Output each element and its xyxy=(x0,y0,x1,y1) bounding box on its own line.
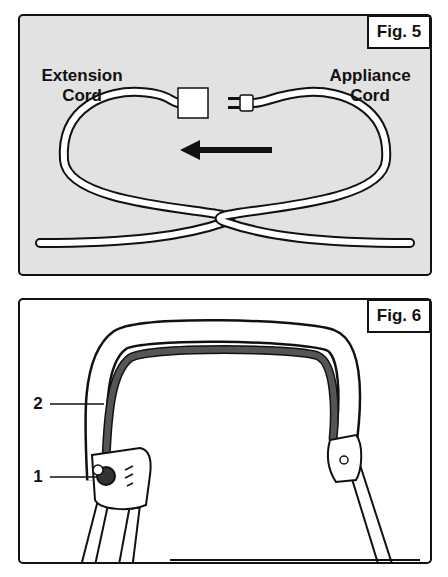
figure-number: Fig. 6 xyxy=(377,306,421,326)
figure-panel xyxy=(19,299,431,563)
figure-tab: Fig. 6 xyxy=(367,299,431,333)
figure-number: Fig. 5 xyxy=(377,22,421,42)
callout-number: 1 xyxy=(28,467,48,487)
mower-handle xyxy=(80,331,420,563)
arrow xyxy=(180,140,272,160)
plug xyxy=(228,95,253,111)
cord-loop xyxy=(40,92,410,243)
figure-panel xyxy=(19,15,431,275)
figure-tab: Fig. 5 xyxy=(367,15,431,49)
leader-line xyxy=(50,404,104,477)
cord-label: Appliance Cord xyxy=(315,66,425,105)
socket xyxy=(178,88,208,118)
cord-label: Extension Cord xyxy=(27,66,137,105)
callout-number: 2 xyxy=(28,394,48,414)
